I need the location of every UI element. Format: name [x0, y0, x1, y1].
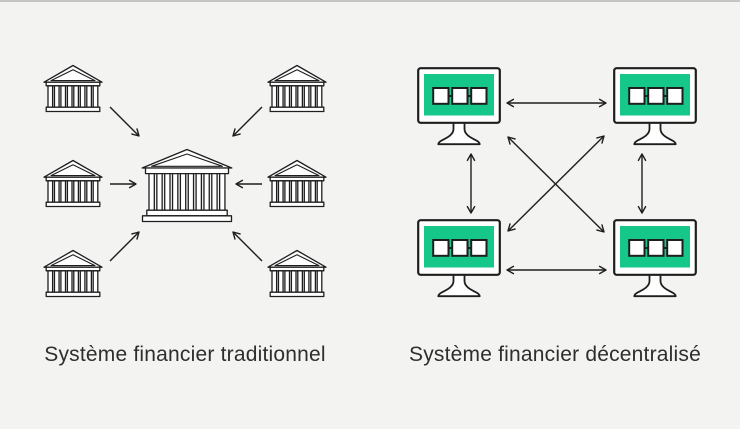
double-arrow-diagonal-bltr-link	[507, 135, 605, 232]
central-bank-icon	[141, 148, 233, 223]
centralized-network-diagram	[43, 64, 327, 298]
arrow-bottom-right-to-center	[232, 231, 263, 262]
arrow-top-left-to-center	[109, 106, 140, 137]
bank-icon-top-left	[43, 64, 103, 113]
computer-node-icon-top-left	[417, 67, 501, 146]
computer-node-icon-top-right	[613, 67, 697, 146]
double-arrow-diagonal-tlbr-link	[507, 136, 605, 233]
bank-icon-mid-right	[267, 159, 327, 208]
top-edge-strip	[0, 0, 740, 2]
arrow-bottom-left-to-center	[109, 231, 140, 262]
bank-icon-mid-left	[43, 159, 103, 208]
traditional-system-label: Système financier traditionnel	[44, 343, 326, 366]
decentralized-system-label: Système financier décentralisé	[409, 343, 701, 366]
bank-icon-bottom-left	[43, 249, 103, 298]
decentralized-network-diagram	[417, 67, 697, 298]
bank-icon-top-right	[267, 64, 327, 113]
arrow-top-right-to-center	[232, 106, 263, 137]
computer-node-icon-bottom-right	[613, 219, 697, 298]
computer-node-icon-bottom-left	[417, 219, 501, 298]
bank-icon-bottom-right	[267, 249, 327, 298]
